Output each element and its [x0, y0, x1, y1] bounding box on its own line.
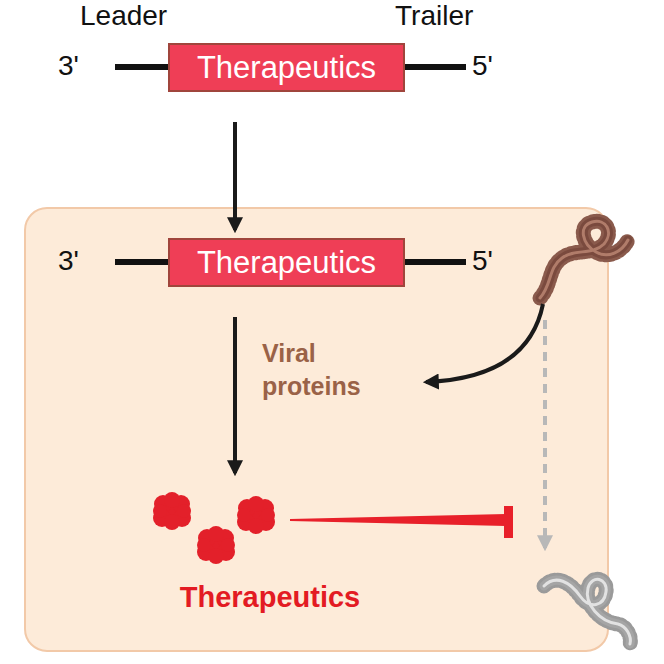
leader-line — [115, 64, 170, 70]
virus — [540, 221, 628, 298]
genome-box: Therapeutics — [168, 43, 405, 92]
curved-arrow — [426, 304, 543, 382]
protein-blobs — [150, 485, 390, 575]
text-label: Leader — [80, 2, 167, 30]
text-label: 3' — [58, 52, 79, 80]
inhibition-line — [290, 514, 506, 526]
text-label: 5' — [472, 247, 493, 275]
virus-gray — [544, 579, 630, 644]
leader-line — [115, 259, 170, 265]
dashed-arrow — [543, 320, 547, 548]
trailer-line — [403, 259, 466, 265]
text-label: Viral proteins — [262, 337, 380, 402]
cell — [25, 208, 608, 651]
flow-arrow — [233, 122, 237, 230]
trailer-line — [403, 64, 466, 70]
node-text: Therapeutics — [197, 247, 376, 278]
genome-box: Therapeutics — [168, 238, 405, 287]
flow-arrow — [233, 317, 237, 473]
therapeutic-product: Therapeutics — [150, 485, 390, 610]
text-label: 3' — [58, 247, 79, 275]
node-text: Therapeutics — [197, 52, 376, 83]
text-label: 5' — [472, 52, 493, 80]
inhibition-bar — [504, 506, 513, 538]
text-label: Trailer — [395, 2, 473, 30]
node-text: Therapeutics — [150, 583, 390, 612]
